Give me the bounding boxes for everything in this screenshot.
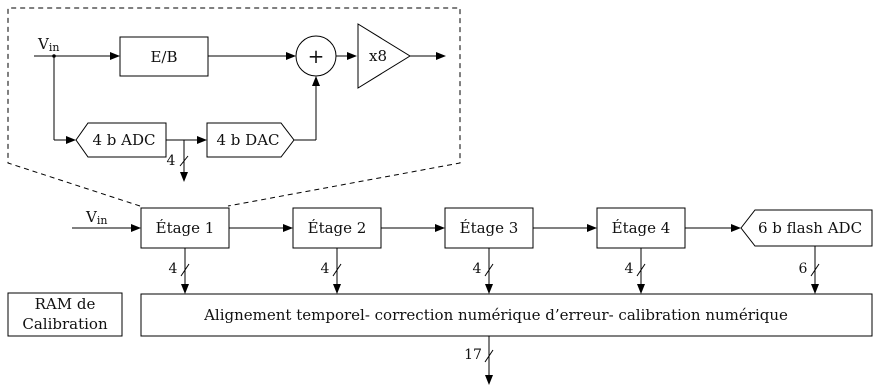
arrow-head xyxy=(587,224,597,232)
stage-2-output: 4 xyxy=(321,248,342,294)
stage-detail: Vin E/B + x8 4 b ADC xyxy=(34,23,446,182)
stage-3-label: Étage 3 xyxy=(460,219,519,237)
arrow-head xyxy=(181,284,189,294)
stage-3-bits-label: 4 xyxy=(473,261,482,277)
arrow-head xyxy=(66,136,76,144)
stage-4-bits-label: 4 xyxy=(625,261,634,277)
calibration-ram: RAM de Calibration xyxy=(7,292,123,337)
bus-slash xyxy=(180,263,190,277)
correction-label: Alignement temporel- correction numériqu… xyxy=(203,306,788,324)
dac-label: 4 b DAC xyxy=(216,131,279,149)
arrow-head xyxy=(180,172,188,182)
flash-adc-output: 6 xyxy=(799,246,820,294)
stage-1-block xyxy=(140,207,230,249)
arrow-head xyxy=(131,224,141,232)
flash-bits-label: 6 xyxy=(799,261,808,277)
pipeline-vin-label: Vin xyxy=(85,208,107,227)
stage-2-bits-label: 4 xyxy=(321,261,330,277)
stage-2-label: Étage 2 xyxy=(308,219,367,237)
callout-outline xyxy=(7,7,461,207)
correction-block xyxy=(140,293,873,337)
arrow-head xyxy=(485,375,493,385)
bus-slash xyxy=(636,263,646,277)
eb-block xyxy=(119,36,209,77)
correction-unit: Alignement temporel- correction numériqu… xyxy=(140,293,873,337)
bus-slash xyxy=(332,263,342,277)
pipeline: Vin Étage 1 Étage 2 Étage 3 Étage 4 6 b … xyxy=(72,207,873,294)
arrow-head xyxy=(333,284,341,294)
flash-adc-label: 6 b flash ADC xyxy=(758,219,862,237)
arrow-head xyxy=(811,284,819,294)
arrow-head xyxy=(312,76,320,86)
flash-adc-block xyxy=(740,209,873,247)
stage-4-block xyxy=(596,207,686,249)
arrow-head xyxy=(436,52,446,60)
final-output: 17 xyxy=(464,336,494,385)
bus-slash xyxy=(810,263,820,277)
ram-label-line-1: RAM de xyxy=(35,295,96,313)
ram-label-line-2: Calibration xyxy=(22,315,108,333)
arrow-head xyxy=(286,52,296,60)
eb-label: E/B xyxy=(150,48,177,66)
stage-4-label: Étage 4 xyxy=(612,219,671,237)
adc-bits-label: 4 xyxy=(167,153,176,169)
gain-label: x8 xyxy=(369,47,387,65)
stage-4-output: 4 xyxy=(625,248,646,294)
arrow-head xyxy=(110,52,120,60)
stage-1-label: Étage 1 xyxy=(156,219,215,237)
bus-slash xyxy=(179,155,189,167)
arrow-head xyxy=(637,284,645,294)
arrow-head xyxy=(485,284,493,294)
summing-label: + xyxy=(308,44,325,68)
stage-1-output: 4 xyxy=(169,248,190,294)
arrow-head xyxy=(347,52,357,60)
arrow-head xyxy=(435,224,445,232)
stage-3-output: 4 xyxy=(473,248,494,294)
bus-slash xyxy=(484,349,494,363)
bus-slash xyxy=(484,263,494,277)
stage-detail-callout xyxy=(7,7,461,207)
arrow-head xyxy=(731,224,741,232)
dac-block xyxy=(206,122,295,158)
ram-block xyxy=(7,292,123,337)
output-bits-label: 17 xyxy=(464,347,482,363)
adc-label: 4 b ADC xyxy=(92,131,155,149)
gain-amplifier xyxy=(357,23,411,89)
stage-1-bits-label: 4 xyxy=(169,261,178,277)
detail-vin-label: Vin xyxy=(37,35,59,54)
arrow-head xyxy=(197,136,207,144)
arrow-head xyxy=(283,224,293,232)
stage-3-block xyxy=(444,207,534,249)
